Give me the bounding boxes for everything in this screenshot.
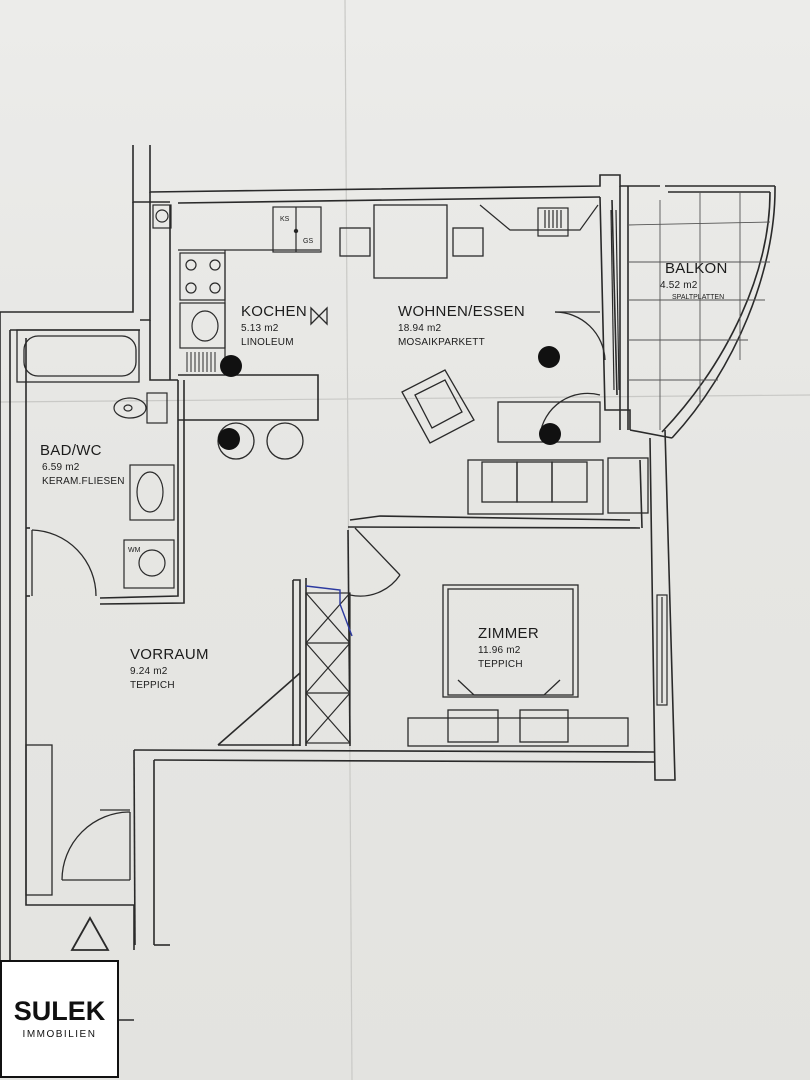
sulek-logo: SULEK IMMOBILIEN [0,960,119,1078]
wardrobe [305,592,351,744]
washing-machine [123,539,175,589]
pen-annotation [305,585,353,637]
kitchen-fixtures [152,204,322,375]
wc [113,392,168,424]
bad-name: BAD/WC [40,442,102,459]
fireplace [479,204,599,237]
bad-floor: KERAM.FLIESEN [42,476,125,487]
zimmer-name: ZIMMER [478,625,539,642]
vorraum-area: 9.24 m2 [130,666,168,677]
windows [610,209,668,706]
zimmer-area: 11.96 m2 [478,645,521,656]
balkon-area: 4.52 m2 [660,280,698,291]
bed [407,584,629,747]
kochen-name: KOCHEN [241,303,307,320]
sofa [467,457,649,515]
kochen-floor: LINOLEUM [241,337,294,348]
wohnen-area: 18.94 m2 [398,323,442,334]
bathtub [16,329,140,383]
kochen-vent-icon [310,306,328,326]
entrance-marker [70,916,110,951]
wohnen-floor: MOSAIKPARKETT [398,337,485,348]
balcony-tiles [627,192,771,430]
wm-label: WM [128,547,141,554]
zimmer-floor: TEPPICH [478,659,523,670]
logo-main-text: SULEK [13,996,106,1026]
gs-label: GS [303,238,313,245]
marker-dots [218,346,561,450]
wohnen-name: WOHNEN/ESSEN [398,303,525,320]
stools [217,422,304,460]
vorraum-floor: TEPPICH [130,680,175,691]
bad-area: 6.59 m2 [42,462,80,473]
vorraum-name: VORRAUM [130,646,209,663]
logo-sub-text: IMMOBILIEN [22,1029,97,1040]
balkon-floor: SPALTPLATTEN [672,294,724,301]
washbasin [129,464,175,521]
balkon-name: BALKON [665,260,728,277]
kochen-area: 5.13 m2 [241,323,279,334]
dining-table [339,204,484,279]
ks-label: KS [280,216,290,223]
doors [25,311,606,896]
armchair [401,369,475,444]
